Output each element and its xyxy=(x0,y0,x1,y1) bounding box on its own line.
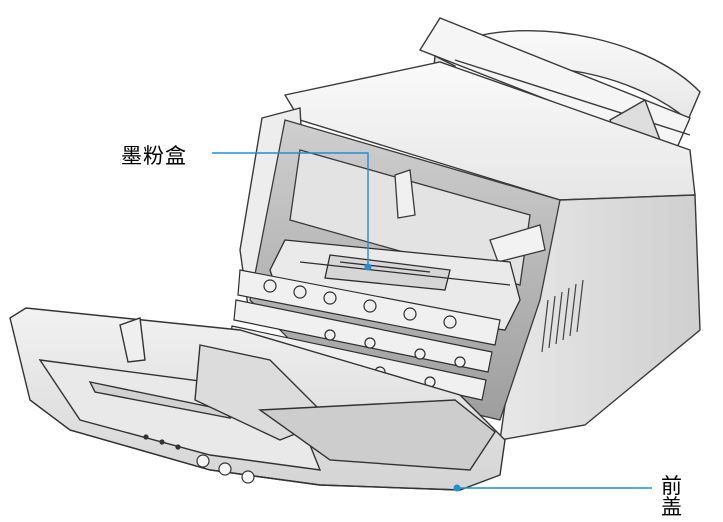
toner-cartridge xyxy=(269,239,521,331)
label-toner-cartridge: 墨粉盒 xyxy=(121,144,187,168)
leader-dot-front xyxy=(453,484,461,492)
vent-grille xyxy=(541,279,584,353)
leader-dot-toner xyxy=(364,263,372,271)
label-front-cover: 前 盖 xyxy=(661,474,691,519)
roller-assembly xyxy=(229,269,501,401)
leader-line-toner xyxy=(212,152,369,265)
leader-lines xyxy=(212,152,652,492)
control-buttons xyxy=(143,434,255,484)
front-cover xyxy=(9,307,506,491)
